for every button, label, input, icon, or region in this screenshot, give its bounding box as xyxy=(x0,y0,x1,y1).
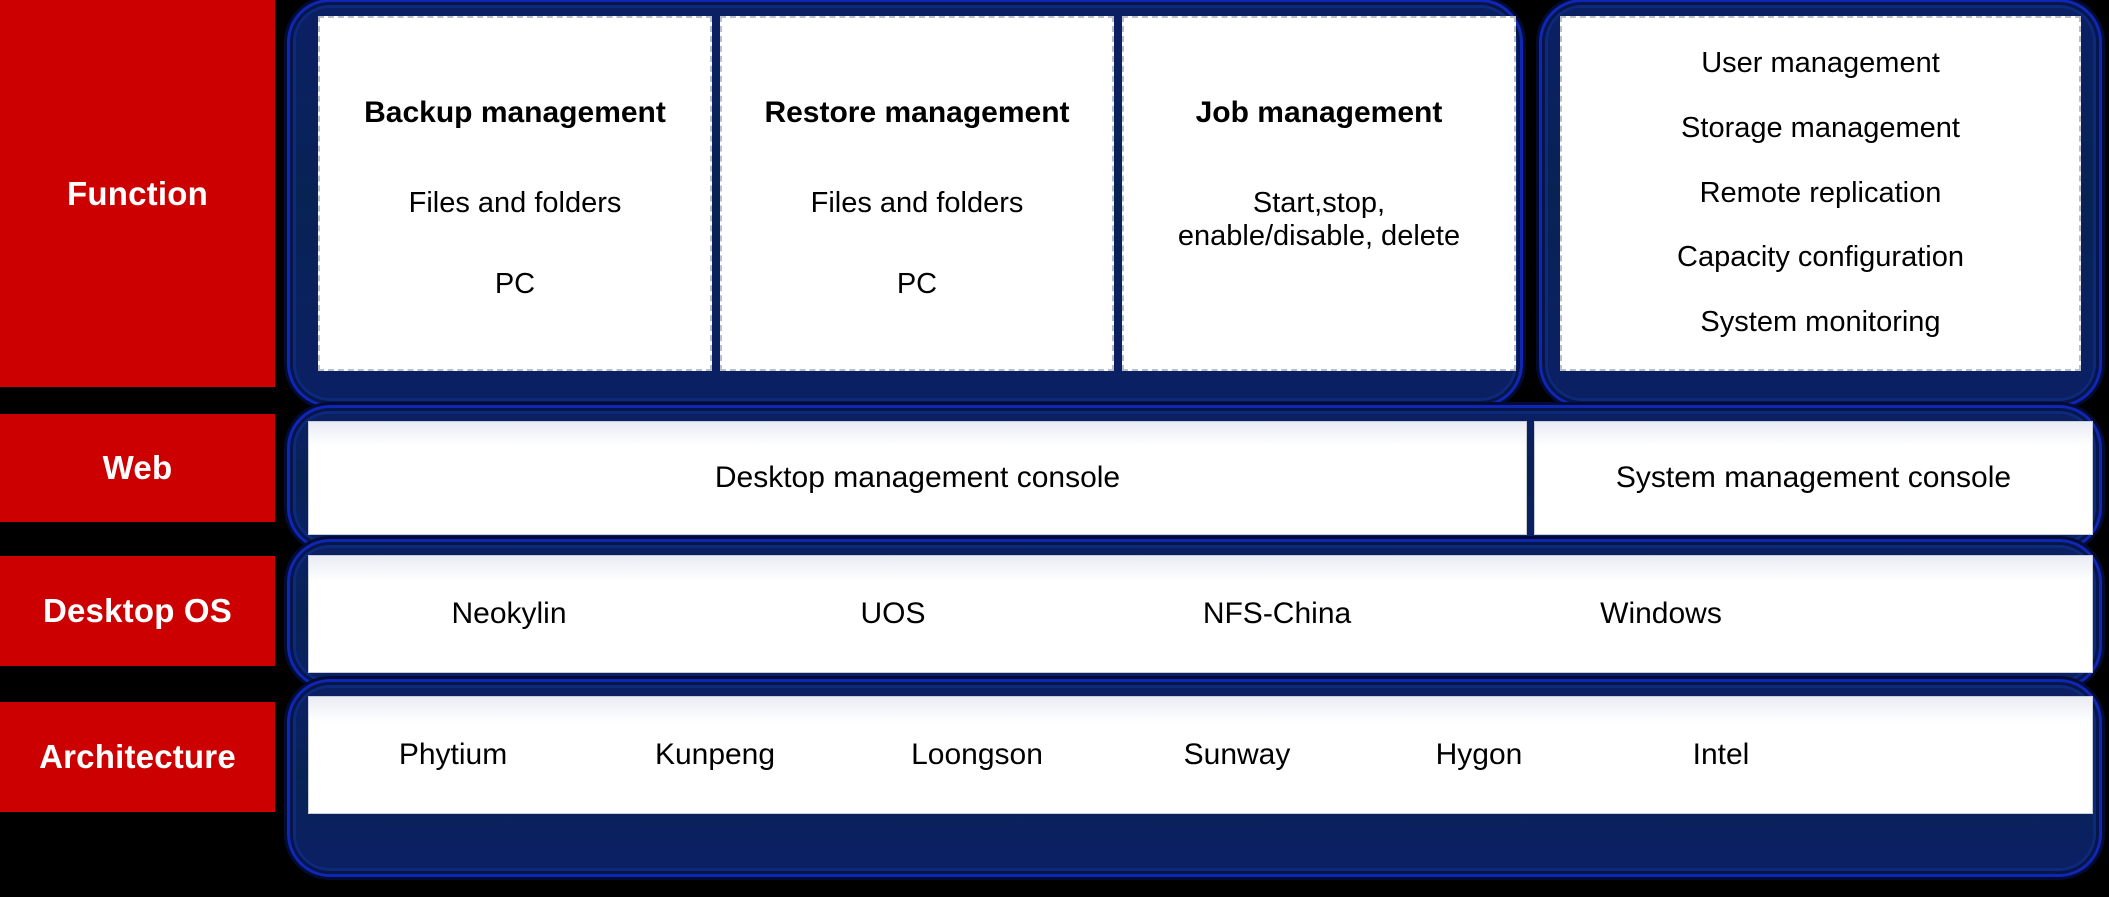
function-card-line-1: Files and folders xyxy=(810,186,1024,219)
row-label-architecture: Architecture xyxy=(0,702,275,812)
web-panel-label: System management console xyxy=(1615,461,2012,494)
function-card-system-management[interactable]: User management Storage management Remot… xyxy=(1560,16,2081,371)
architecture-item: Phytium xyxy=(398,738,508,771)
function-card-backup-management[interactable]: Backup management Files and folders PC xyxy=(318,16,712,371)
desktop-os-item: UOS xyxy=(860,597,926,630)
function-card-line-1: Files and folders xyxy=(408,186,622,219)
function-card-line-2: PC xyxy=(494,268,536,301)
row-label-web: Web xyxy=(0,414,275,522)
web-panel-label: Desktop management console xyxy=(714,461,1121,494)
function-list-item: User management xyxy=(1701,46,1940,79)
architecture-item: Hygon xyxy=(1435,738,1523,771)
function-card-line-2: enable/disable, delete xyxy=(1177,220,1461,253)
function-list-item: Storage management xyxy=(1681,111,1960,144)
desktop-os-item: Windows xyxy=(1600,597,1722,630)
row-label-desktop-os: Desktop OS xyxy=(0,556,275,666)
function-list-item: Capacity configuration xyxy=(1677,241,1964,274)
function-list-item: System monitoring xyxy=(1700,306,1941,339)
row-label-architecture-text: Architecture xyxy=(39,738,236,775)
desktop-os-item: NFS-China xyxy=(1202,597,1352,630)
function-card-title: Backup management xyxy=(364,96,666,129)
architecture-panel: Phytium Kunpeng Loongson Sunway Hygon In… xyxy=(308,696,2093,814)
function-card-title: Job management xyxy=(1195,96,1443,129)
function-card-job-management[interactable]: Job management Start,stop, enable/disabl… xyxy=(1122,16,1516,371)
desktop-os-panel: Neokylin UOS NFS-China Windows xyxy=(308,555,2093,673)
desktop-os-item: Neokylin xyxy=(451,597,567,630)
architecture-item: Intel xyxy=(1692,738,1750,771)
function-card-title: Restore management xyxy=(764,96,1070,129)
function-list-item: Remote replication xyxy=(1699,176,1942,209)
architecture-item: Kunpeng xyxy=(654,738,776,771)
web-panel-system-management-console[interactable]: System management console xyxy=(1534,421,2093,535)
architecture-item: Loongson xyxy=(911,738,1043,771)
function-card-line-2: PC xyxy=(896,268,938,301)
row-label-web-text: Web xyxy=(102,449,173,486)
architecture-item: Sunway xyxy=(1183,738,1291,771)
row-label-function-text: Function xyxy=(67,174,208,212)
function-card-line-1: Start,stop, xyxy=(1252,186,1386,219)
row-label-desktop-os-text: Desktop OS xyxy=(42,592,233,629)
row-label-function: Function xyxy=(0,0,275,387)
web-panel-desktop-management-console[interactable]: Desktop management console xyxy=(308,421,1527,535)
function-card-restore-management[interactable]: Restore management Files and folders PC xyxy=(720,16,1114,371)
